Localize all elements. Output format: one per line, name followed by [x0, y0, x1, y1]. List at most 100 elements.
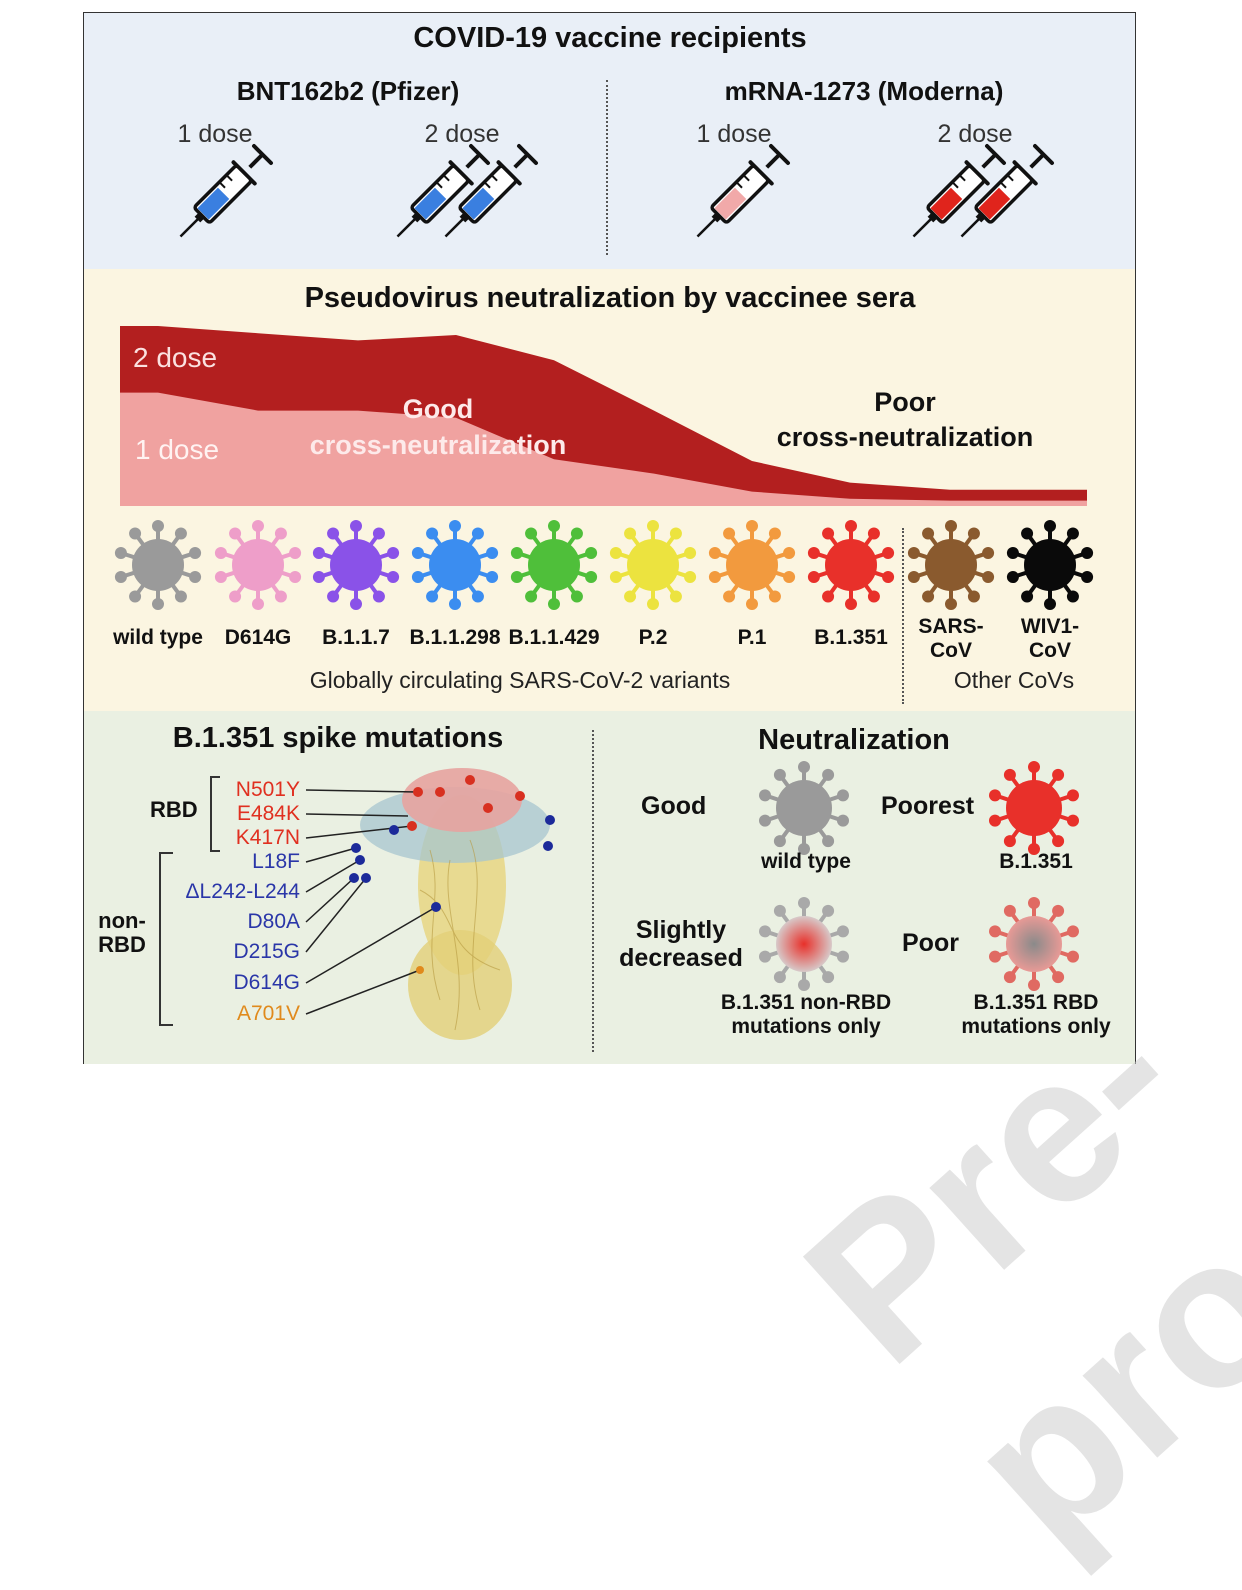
moderna-dose2-label: 2 dose [937, 120, 1013, 148]
neut-caption-nonrbd: B.1.351 non-RBD mutations only [720, 991, 892, 1038]
mutation-nonrbd-4: D614G [233, 971, 300, 994]
virus-label-1: D614G [224, 626, 292, 649]
virus-row [114, 520, 1094, 610]
neutralization-area-chart [120, 326, 1087, 506]
nonrbd-site-dot-5 [543, 841, 553, 851]
virus-label-3: B.1.1.298 [409, 626, 501, 649]
group2-caption: Other CoVs [953, 667, 1075, 693]
neut-poor-label: Poor [902, 929, 959, 957]
virus-label-6: P.1 [737, 626, 767, 649]
panel1-title: COVID-19 vaccine recipients [413, 22, 807, 54]
mutation-rbd-0: N501Y [235, 778, 300, 801]
mutation-nonrbd-3: D215G [233, 940, 300, 963]
virus-label-0: wild type [113, 626, 203, 649]
leader-nonrbd-1 [305, 859, 361, 893]
virus-label-2: B.1.1.7 [322, 626, 390, 649]
neut-good-label: Good [641, 792, 707, 820]
leader-nonrbd-5 [305, 969, 421, 1015]
virus-label-7: B.1.351 [814, 626, 888, 649]
virus-label-4: B.1.1.429 [508, 626, 600, 649]
rbd-site-dot-2 [483, 803, 493, 813]
poor-label-line1: Poor [874, 387, 936, 417]
mutation-rbd-1: E484K [236, 802, 300, 825]
virus-3 [411, 520, 499, 610]
virus-7 [807, 520, 895, 610]
spike-protein-figure [159, 768, 555, 1040]
neut-caption-wildtype: wild type [761, 850, 851, 873]
virus-label-9: WIV1- CoV [1020, 615, 1080, 662]
leader-nonrbd-2 [305, 877, 355, 923]
panel-spike-mutations [83, 711, 1136, 1064]
mutation-nonrbd-0: L18F [252, 850, 300, 873]
mutation-nonrbd-1: ΔL242-L244 [185, 880, 300, 903]
syringe-pfizer-dose2a [396, 144, 490, 238]
rbd-site-dot-3 [435, 787, 445, 797]
neutralization-title: Neutralization [758, 724, 950, 756]
label-1dose: 1 dose [135, 434, 220, 465]
mutation-nonrbd-2: D80A [247, 910, 300, 933]
label-2dose: 2 dose [133, 342, 218, 373]
poor-label-line2: cross-neutralization [776, 422, 1034, 452]
nonrbd-label-line1: non- [98, 908, 146, 933]
virus-2 [312, 520, 400, 610]
rbd-label: RBD [150, 797, 198, 822]
virus-1 [214, 520, 302, 610]
syringe-moderna-dose1 [696, 144, 790, 238]
mutation-rbd-2: K417N [235, 826, 300, 849]
panel1-divider [606, 80, 608, 255]
nonrbd-site-dot-2 [349, 873, 359, 883]
pfizer-dose2-label: 2 dose [424, 120, 500, 148]
neutralization-viruses [759, 761, 1079, 991]
pfizer-dose1-label: 1 dose [177, 120, 253, 148]
leader-nonrbd-0 [305, 847, 357, 863]
syringe-moderna-dose2b [960, 144, 1054, 238]
nonrbd-site-dot-4 [431, 902, 441, 912]
series-1dose-area [120, 392, 1087, 506]
rbd-site-dot-0 [413, 787, 423, 797]
virus-0 [114, 520, 202, 610]
virus-5 [609, 520, 697, 610]
nonrbd-site-dot-1 [355, 855, 365, 865]
nonrbd-bracket [159, 852, 173, 1026]
neut-caption-rbd: B.1.351 RBD mutations only [961, 991, 1111, 1038]
virus-8 [907, 520, 995, 610]
moderna-title: mRNA-1273 (Moderna) [724, 76, 1004, 106]
panel2-divider [902, 528, 904, 704]
nonrbd-site-dot-3 [361, 873, 371, 883]
panel3-title: B.1.351 spike mutations [172, 722, 504, 754]
leader-rbd-0 [305, 789, 419, 793]
nonrbd-site-dot-6 [545, 815, 555, 825]
neut-caption-b1351: B.1.351 [999, 850, 1073, 873]
neut-virus-b1351 [989, 761, 1079, 855]
group1-caption: Globally circulating SARS-CoV-2 variants [309, 667, 731, 693]
virus-6 [708, 520, 796, 610]
rbd-bracket [210, 776, 220, 852]
good-label-line1: Good [402, 394, 474, 424]
panel3-divider [592, 730, 594, 1052]
rbd-site-dot-4 [407, 821, 417, 831]
syringe-moderna-dose2a [912, 144, 1006, 238]
syringe-pfizer-dose1 [179, 144, 273, 238]
pfizer-title: BNT162b2 (Pfizer) [236, 76, 460, 106]
panel-vaccine-recipients [83, 12, 1136, 270]
neut-virus-nonrbd [759, 897, 849, 991]
spike-rbd [402, 768, 522, 832]
moderna-dose1-label: 1 dose [696, 120, 772, 148]
nonrbd-label-line2: RBD [98, 932, 146, 957]
spike-base [408, 930, 512, 1040]
good-label-line2: cross-neutralization [309, 430, 567, 460]
rbd-site-dot-1 [465, 775, 475, 785]
leader-rbd-1 [305, 813, 409, 817]
neut-virus-rbd [989, 897, 1079, 991]
neut-poorest-label: Poorest [881, 792, 975, 820]
syringe-pfizer-dose2b [444, 144, 538, 238]
virus-label-5: P.2 [638, 626, 668, 649]
virus-9 [1006, 520, 1094, 610]
nonrbd-site-dot-7 [389, 825, 399, 835]
neut-slightly-label: Slightly decreased [619, 916, 743, 972]
a701v-site-dot [416, 966, 424, 974]
leader-nonrbd-3 [305, 877, 367, 953]
syringe-layer [179, 144, 1054, 238]
virus-label-8: SARS- CoV [918, 615, 984, 662]
rbd-site-dot-5 [515, 791, 525, 801]
